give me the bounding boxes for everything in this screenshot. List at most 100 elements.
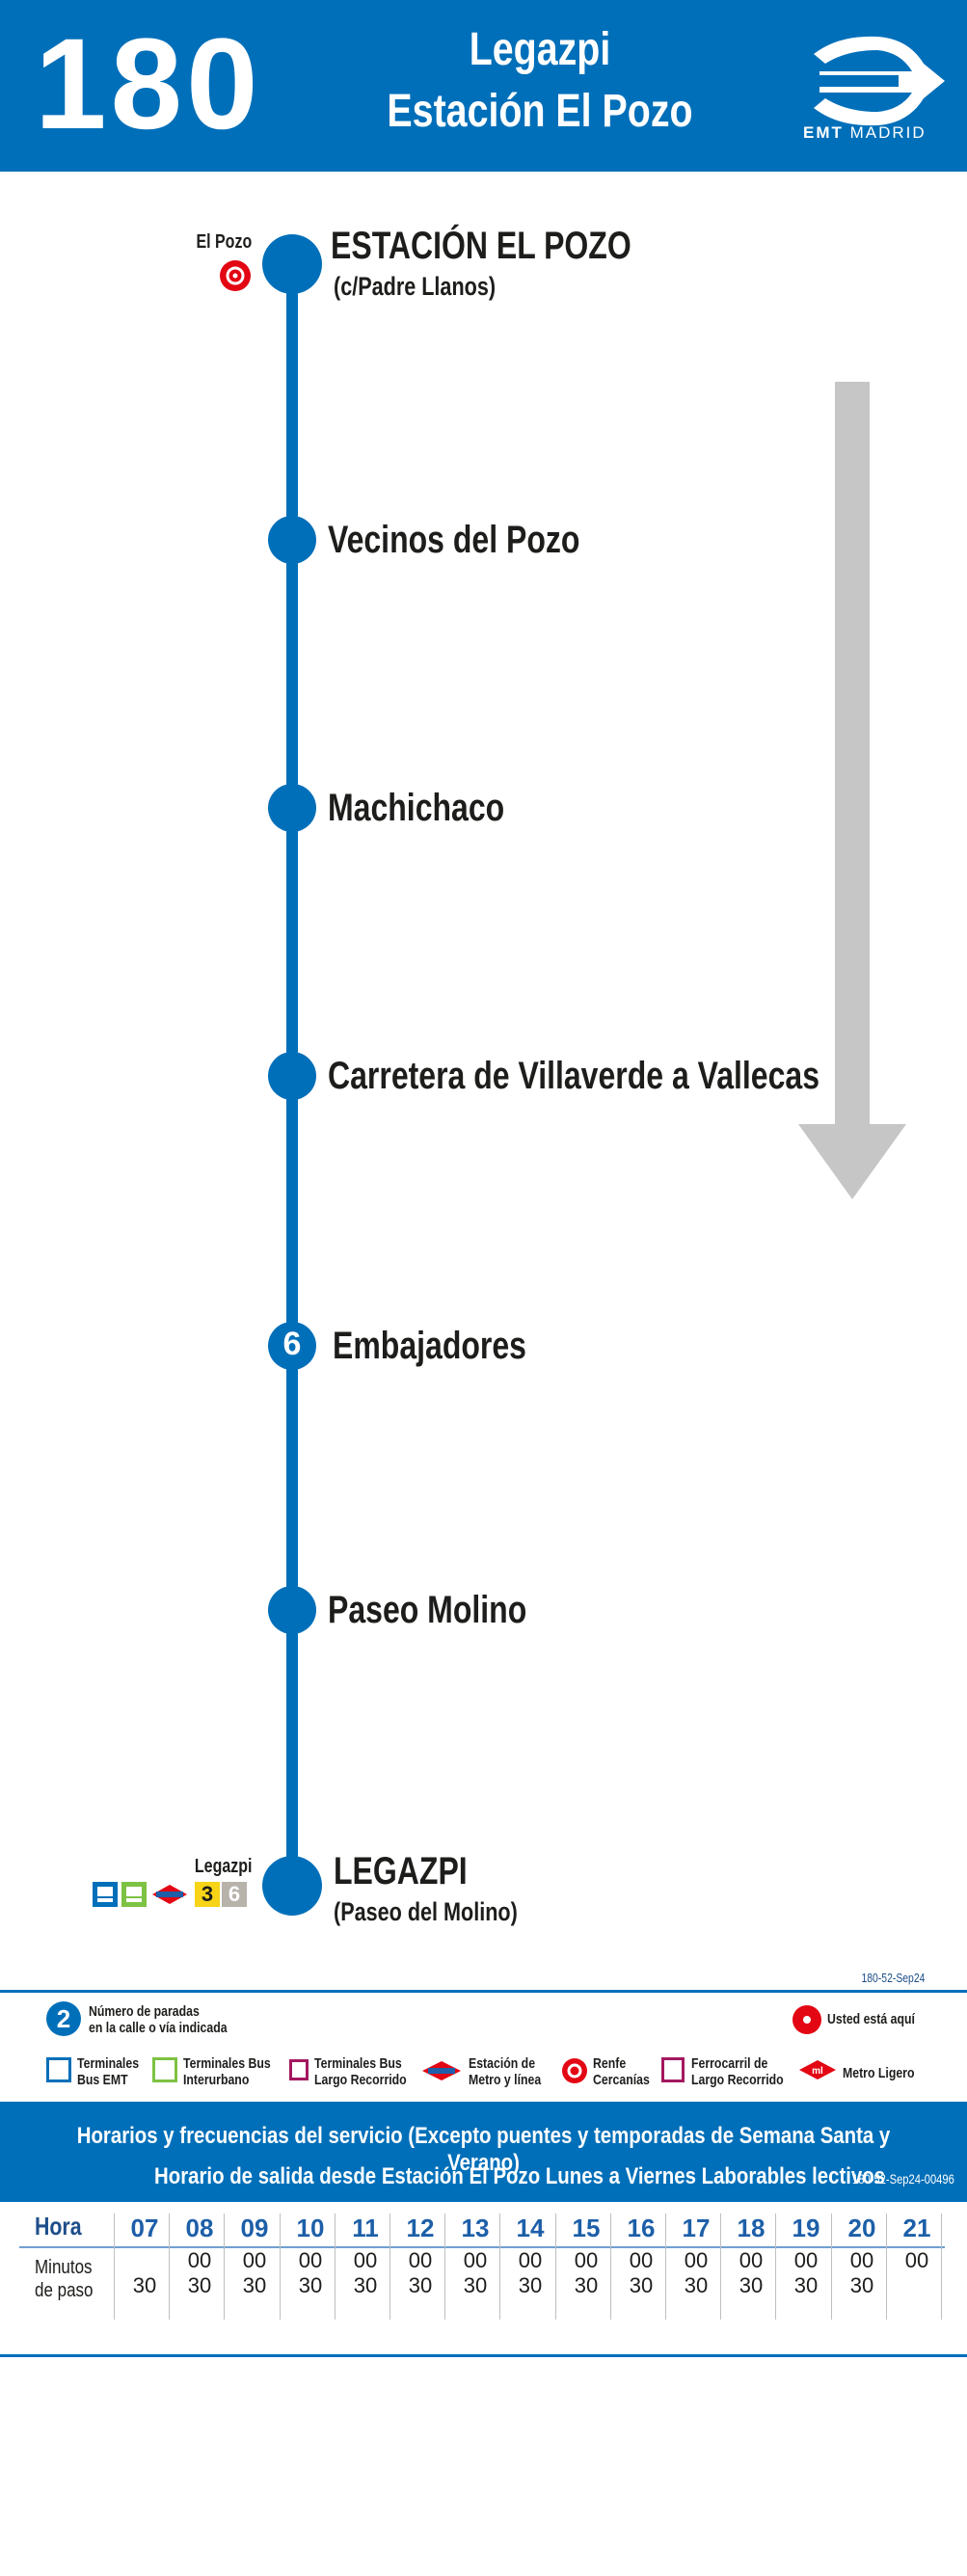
connection-label-legazpi: Legazpi xyxy=(194,1856,252,1877)
minute-cell: 30 xyxy=(574,2273,599,2297)
hour-cell: 12 xyxy=(406,2214,435,2242)
hour-column-separator xyxy=(775,2214,776,2320)
hour-column-separator xyxy=(720,2214,721,2320)
legend-bus-interurban-icon xyxy=(152,2057,177,2082)
minute-cell: 00 xyxy=(629,2248,654,2272)
stop-machichaco: Machichaco xyxy=(328,787,505,829)
schedule-subtitle: Horario de salida desde Estación El Pozo… xyxy=(154,2163,886,2189)
minute-cell: 30 xyxy=(629,2273,654,2297)
hour-cell: 13 xyxy=(461,2214,490,2242)
minute-cell: 00 xyxy=(904,2248,929,2272)
stop-carretera-villaverde-vallecas: Carretera de Villaverde a Vallecas xyxy=(328,1055,819,1097)
hour-column-separator xyxy=(280,2214,281,2320)
hour-cell: 11 xyxy=(352,2214,379,2242)
legend-metro-ligero: Metro Ligero xyxy=(843,2065,915,2081)
bus-interurban-terminal-icon xyxy=(121,1882,147,1907)
bus-emt-terminal-icon xyxy=(93,1882,118,1907)
minute-cell: 30 xyxy=(242,2273,267,2297)
minute-cell: 00 xyxy=(518,2248,543,2272)
stop-marker-4 xyxy=(268,1052,316,1100)
map-reference: 180-52-Sep24 xyxy=(861,1971,925,1985)
divider xyxy=(0,1990,967,1993)
minute-cell: 00 xyxy=(739,2248,764,2272)
stop-marker-3 xyxy=(268,784,316,832)
minute-cell: 30 xyxy=(518,2273,543,2297)
hour-column-separator xyxy=(389,2214,390,2320)
hour-column-separator xyxy=(499,2214,500,2320)
hour-row-divider xyxy=(19,2246,945,2248)
connection-label-el-pozo: El Pozo xyxy=(196,231,252,253)
minute-cell: 30 xyxy=(353,2273,378,2297)
legend-metro-ligero-icon: ml xyxy=(799,2060,836,2080)
legend-bus-emt-icon xyxy=(46,2057,71,2082)
stop-marker-2 xyxy=(268,516,316,564)
minute-cell: 00 xyxy=(463,2248,488,2272)
schedule-title: Horarios y frecuencias del servicio (Exc… xyxy=(76,2123,891,2176)
minute-cell: 00 xyxy=(187,2248,212,2272)
svg-text:ml: ml xyxy=(812,2066,823,2077)
route-header: 180 Legazpi Estación El Pozo EMT MADRID xyxy=(0,0,967,172)
hour-cell: 19 xyxy=(792,2214,820,2242)
minute-cell: 00 xyxy=(353,2248,378,2272)
stop-estacion-el-pozo: ESTACIÓN EL POZO xyxy=(331,225,631,267)
stop-vecinos-del-pozo: Vecinos del Pozo xyxy=(328,519,580,561)
legend-you-are-here: Usted está aquí xyxy=(827,2011,915,2027)
stop-sub-el-pozo: (c/Padre Llanos) xyxy=(334,272,497,301)
minute-cell: 00 xyxy=(242,2248,267,2272)
minute-cell: 00 xyxy=(574,2248,599,2272)
hour-column-separator xyxy=(665,2214,666,2320)
hour-cell: 07 xyxy=(130,2214,159,2242)
minute-cell: 30 xyxy=(684,2273,709,2297)
destination-line-2: Estación El Pozo xyxy=(387,86,693,137)
hour-column-separator xyxy=(114,2214,115,2320)
hour-cell: 09 xyxy=(240,2214,269,2242)
hour-column-separator xyxy=(941,2214,942,2320)
legend-renfe-icon xyxy=(562,2058,587,2083)
hour-label: Hora xyxy=(35,2212,82,2241)
minute-cell: 30 xyxy=(187,2273,212,2297)
metro-line-3-badge: 3 xyxy=(195,1882,220,1907)
stop-marker-1 xyxy=(262,234,322,294)
minute-cell: 30 xyxy=(739,2273,764,2297)
hour-cell: 20 xyxy=(847,2214,876,2242)
legend-bus-long-distance-icon xyxy=(289,2059,309,2080)
stop-paseo-molino: Paseo Molino xyxy=(328,1589,527,1631)
operator-name: EMT MADRID xyxy=(803,123,927,142)
minute-cell: 30 xyxy=(463,2273,488,2297)
metro-line-6-badge: 6 xyxy=(222,1882,247,1907)
stop-marker-5 xyxy=(268,1322,316,1370)
legend-metro-icon xyxy=(422,2061,461,2080)
emt-logo-icon xyxy=(806,36,945,126)
minute-cell: 00 xyxy=(684,2248,709,2272)
minute-cell: 30 xyxy=(132,2273,157,2297)
stop-count-legend-icon: 2 xyxy=(46,2001,81,2036)
hour-cell: 14 xyxy=(516,2214,545,2242)
stop-marker-7 xyxy=(262,1856,322,1916)
bottom-divider xyxy=(0,2354,967,2357)
hour-column-separator xyxy=(335,2214,336,2320)
hour-column-separator xyxy=(886,2214,887,2320)
hour-column-separator xyxy=(831,2214,832,2320)
stop-embajadores: Embajadores xyxy=(333,1325,526,1367)
hour-cell: 18 xyxy=(737,2214,766,2242)
hour-cell: 16 xyxy=(627,2214,656,2242)
hour-cell: 10 xyxy=(296,2214,325,2242)
schedule-banner: Horarios y frecuencias del servicio (Exc… xyxy=(0,2102,967,2202)
destination-line-1: Legazpi xyxy=(469,24,611,75)
route-diagram xyxy=(93,234,906,1916)
legend-long-distance-rail-icon xyxy=(661,2057,685,2082)
stop-marker-6 xyxy=(268,1586,316,1634)
minute-cell: 30 xyxy=(408,2273,433,2297)
route-number: 180 xyxy=(35,13,262,156)
stop-count-badge: 6 xyxy=(282,1326,302,1362)
minute-cell: 00 xyxy=(298,2248,323,2272)
metro-station-icon xyxy=(152,1885,187,1904)
